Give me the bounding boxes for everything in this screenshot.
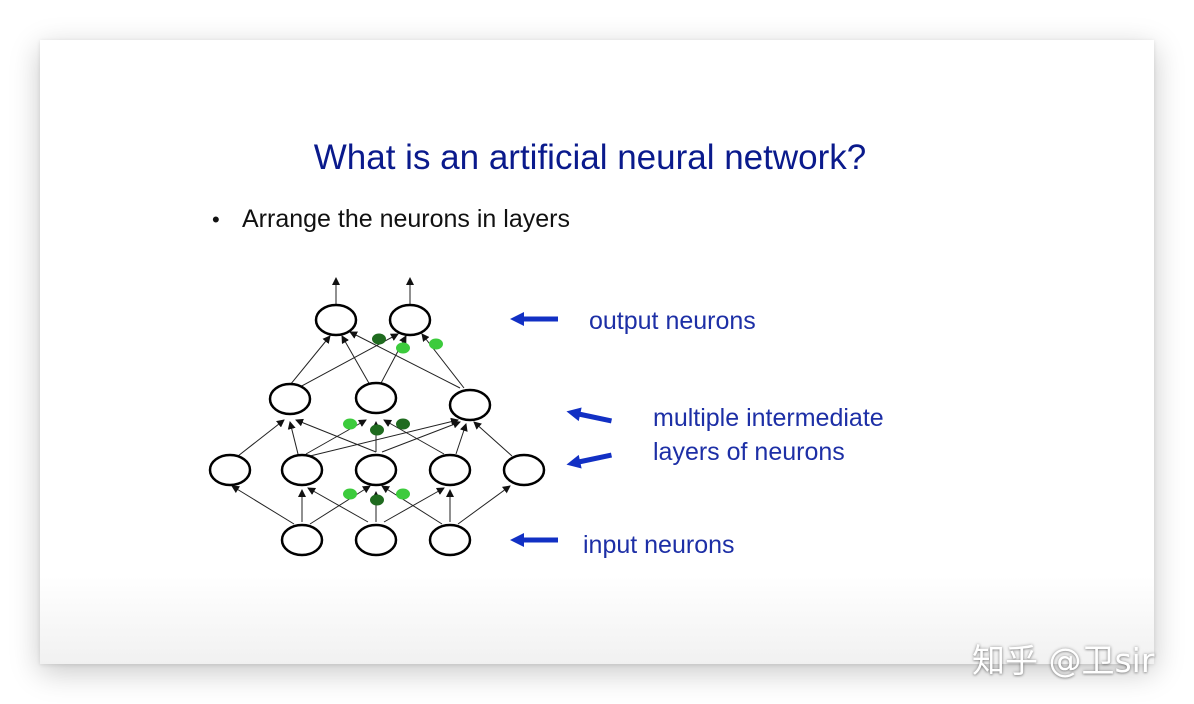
connection (309, 485, 371, 525)
weight-dot-dark (370, 424, 384, 436)
hidden-neuron-layer2 (448, 388, 492, 422)
weight-dot-dark (372, 333, 386, 345)
hidden-neuron-layer1 (502, 453, 546, 487)
connection (309, 417, 459, 457)
hidden-neuron-layer1 (354, 453, 398, 487)
connection (421, 333, 465, 389)
connection (307, 487, 369, 523)
label-input-neurons: input neurons (583, 531, 735, 559)
weight-dot-light (396, 488, 410, 500)
left-arrow-icon (510, 533, 558, 547)
input-neuron (354, 523, 398, 557)
connection (231, 485, 295, 525)
input-neuron (428, 523, 472, 557)
output-neuron (314, 303, 358, 337)
bullet-text: Arrange the neurons in layers (242, 205, 570, 233)
neurons (208, 303, 546, 557)
neural-network-diagram (208, 277, 612, 557)
label-output-neurons: output neurons (589, 307, 756, 335)
left-arrow-icon (566, 452, 612, 469)
connection (295, 418, 377, 453)
hidden-neuron-layer1 (280, 453, 324, 487)
weight-dot-light (343, 488, 357, 500)
connection (287, 421, 299, 455)
output-neuron (388, 303, 432, 337)
left-arrow-icon (510, 312, 558, 326)
label-intermediate-line1: multiple intermediate (653, 404, 884, 432)
weight-dot-light (429, 338, 443, 350)
input-neuron (280, 523, 324, 557)
hidden-neuron-layer2 (354, 381, 398, 415)
connection (381, 420, 461, 453)
hidden-neuron-layer1 (428, 453, 472, 487)
connection (473, 421, 513, 457)
connection (349, 331, 461, 389)
weight-dots (343, 333, 443, 506)
left-arrow-icon (566, 407, 612, 424)
bullet-marker: • (212, 207, 220, 232)
weight-dot-dark (396, 418, 410, 430)
connection (457, 485, 511, 525)
connection (305, 419, 367, 455)
slide: What is an artificial neural network? • A… (40, 40, 1154, 664)
slide-title: What is an artificial neural network? (313, 138, 867, 177)
weight-dot-dark (370, 494, 384, 506)
weight-dot-light (343, 418, 357, 430)
label-intermediate-line2: layers of neurons (653, 438, 845, 466)
hidden-neuron-layer2 (268, 382, 312, 416)
bullet-item: • Arrange the neurons in layers (212, 205, 570, 234)
weight-dot-light (396, 342, 410, 354)
connection (237, 419, 285, 457)
watermark: 知乎 @卫sir (972, 641, 1155, 680)
hidden-neuron-layer1 (208, 453, 252, 487)
connection (289, 335, 331, 386)
connection (455, 423, 468, 455)
connection (381, 485, 443, 525)
connection (383, 419, 445, 455)
pointer-arrows (510, 312, 612, 547)
connection (383, 487, 445, 523)
connection (341, 335, 371, 386)
